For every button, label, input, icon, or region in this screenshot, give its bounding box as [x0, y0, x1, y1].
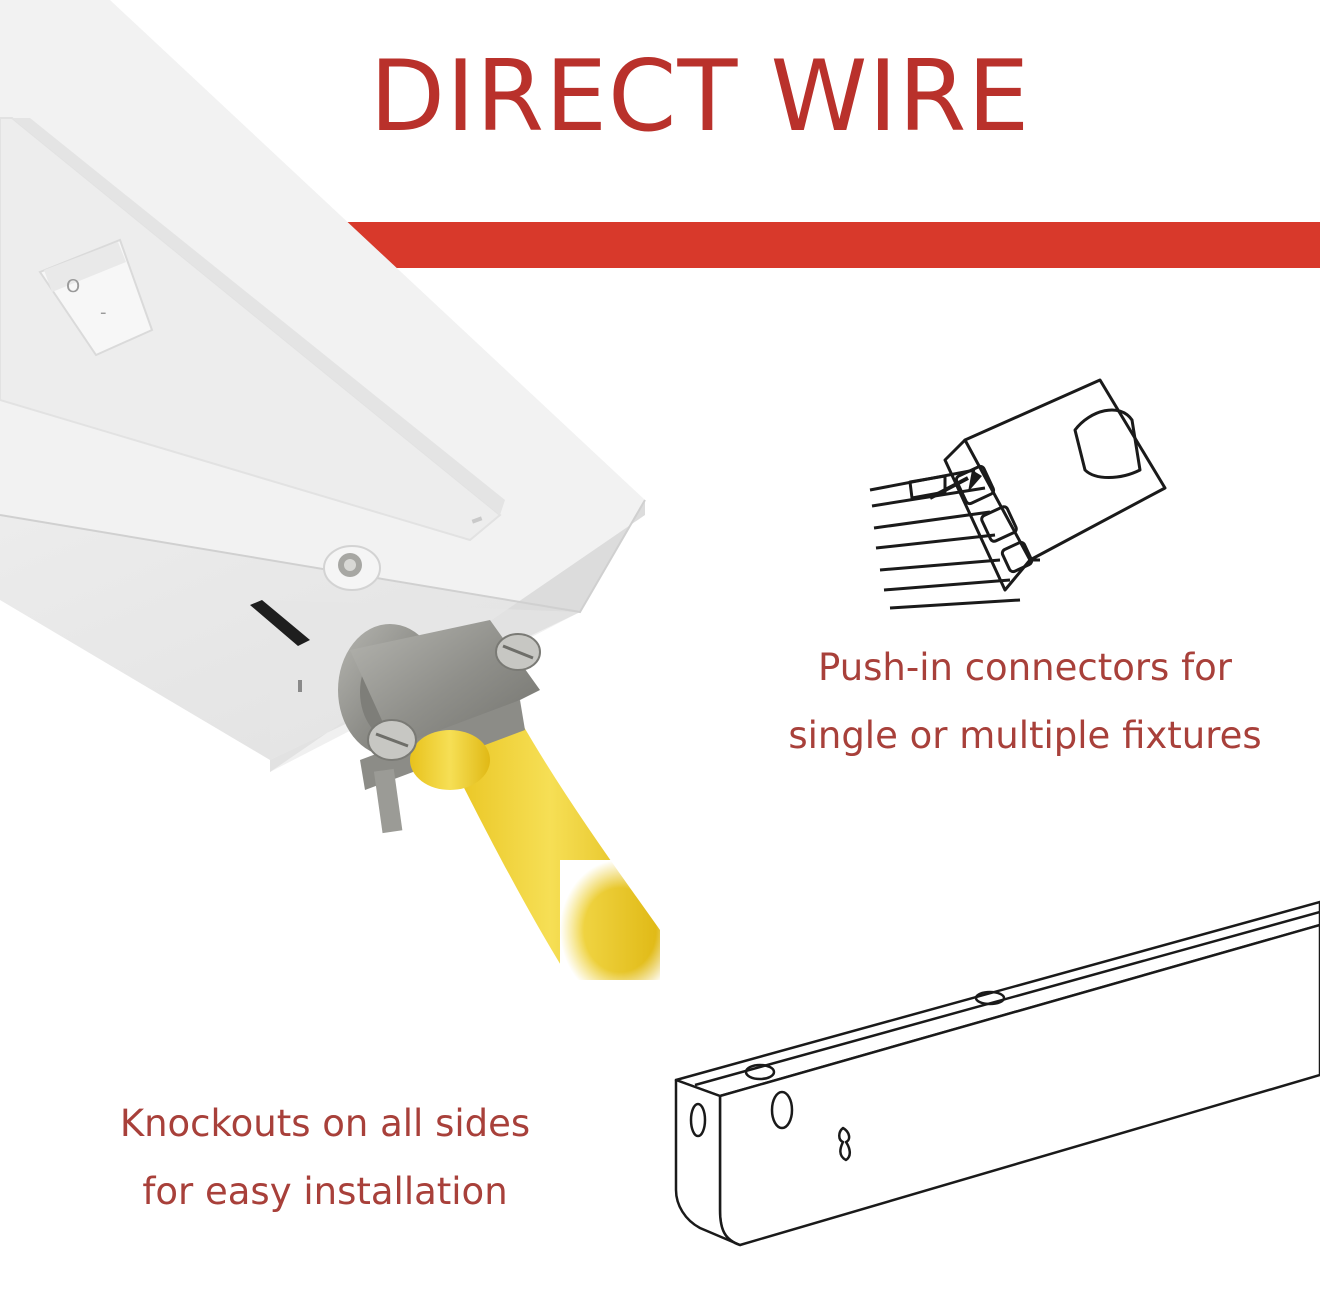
clamp-screw-icon [495, 633, 541, 671]
knockout-slot [250, 600, 310, 646]
mounting-screw-icon [323, 545, 381, 591]
push-in-connector-drawing [869, 378, 1167, 610]
switch-on-symbol: - [100, 302, 107, 323]
push-in-caption-line2: single or multiple fixtures [788, 714, 1262, 757]
knockouts-caption: Knockouts on all sides for easy installa… [80, 1090, 570, 1226]
knockouts-caption-line2: for easy installation [142, 1170, 508, 1213]
knockouts-caption-line1: Knockouts on all sides [119, 1102, 531, 1145]
rocker-switch: O - [38, 238, 154, 357]
push-in-caption-line1: Push-in connectors for [818, 646, 1232, 689]
accent-bar [304, 222, 1320, 268]
switch-off-symbol: O [66, 276, 80, 297]
cable-clamp [338, 620, 541, 834]
push-in-caption: Push-in connectors for single or multipl… [760, 634, 1290, 770]
fixture-channel-drawing [674, 900, 1320, 1247]
page-title: DIRECT WIRE [369, 40, 1031, 154]
fixture-photo: O - [0, 0, 680, 1000]
clamp-screw-icon [367, 719, 417, 761]
